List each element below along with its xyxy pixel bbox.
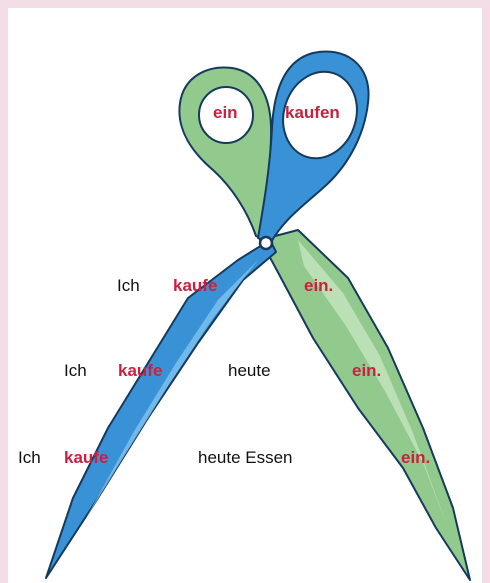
sentence-1-particle: ein. [304,276,333,295]
sentence-1-verb: kaufe [173,276,217,295]
sentence-3-subject: Ich [18,448,41,467]
green-blade [260,230,470,580]
sentence-3-middle: heute Essen [198,448,293,467]
blue-blade [46,240,276,578]
sentence-2-verb: kaufe [118,361,162,380]
scissors-drawing: ein kaufen Ich kaufe ein. Ich kaufe heut… [8,8,482,583]
sentence-2-subject: Ich [64,361,87,380]
sentence-3-particle: ein. [401,448,430,467]
sentence-2-middle: heute [228,361,271,380]
sentence-1-subject: Ich [117,276,140,295]
sentence-3-verb: kaufe [64,448,108,467]
blue-blade-highlight [86,260,258,518]
right-handle-label: kaufen [285,103,340,122]
left-handle-label: ein [213,103,238,122]
sentence-row-3: Ich kaufe heute Essen ein. [18,448,430,467]
scissors-illustration: ein kaufen Ich kaufe ein. Ich kaufe heut… [8,8,482,583]
sentence-2-particle: ein. [352,361,381,380]
pivot-screw [260,237,272,249]
